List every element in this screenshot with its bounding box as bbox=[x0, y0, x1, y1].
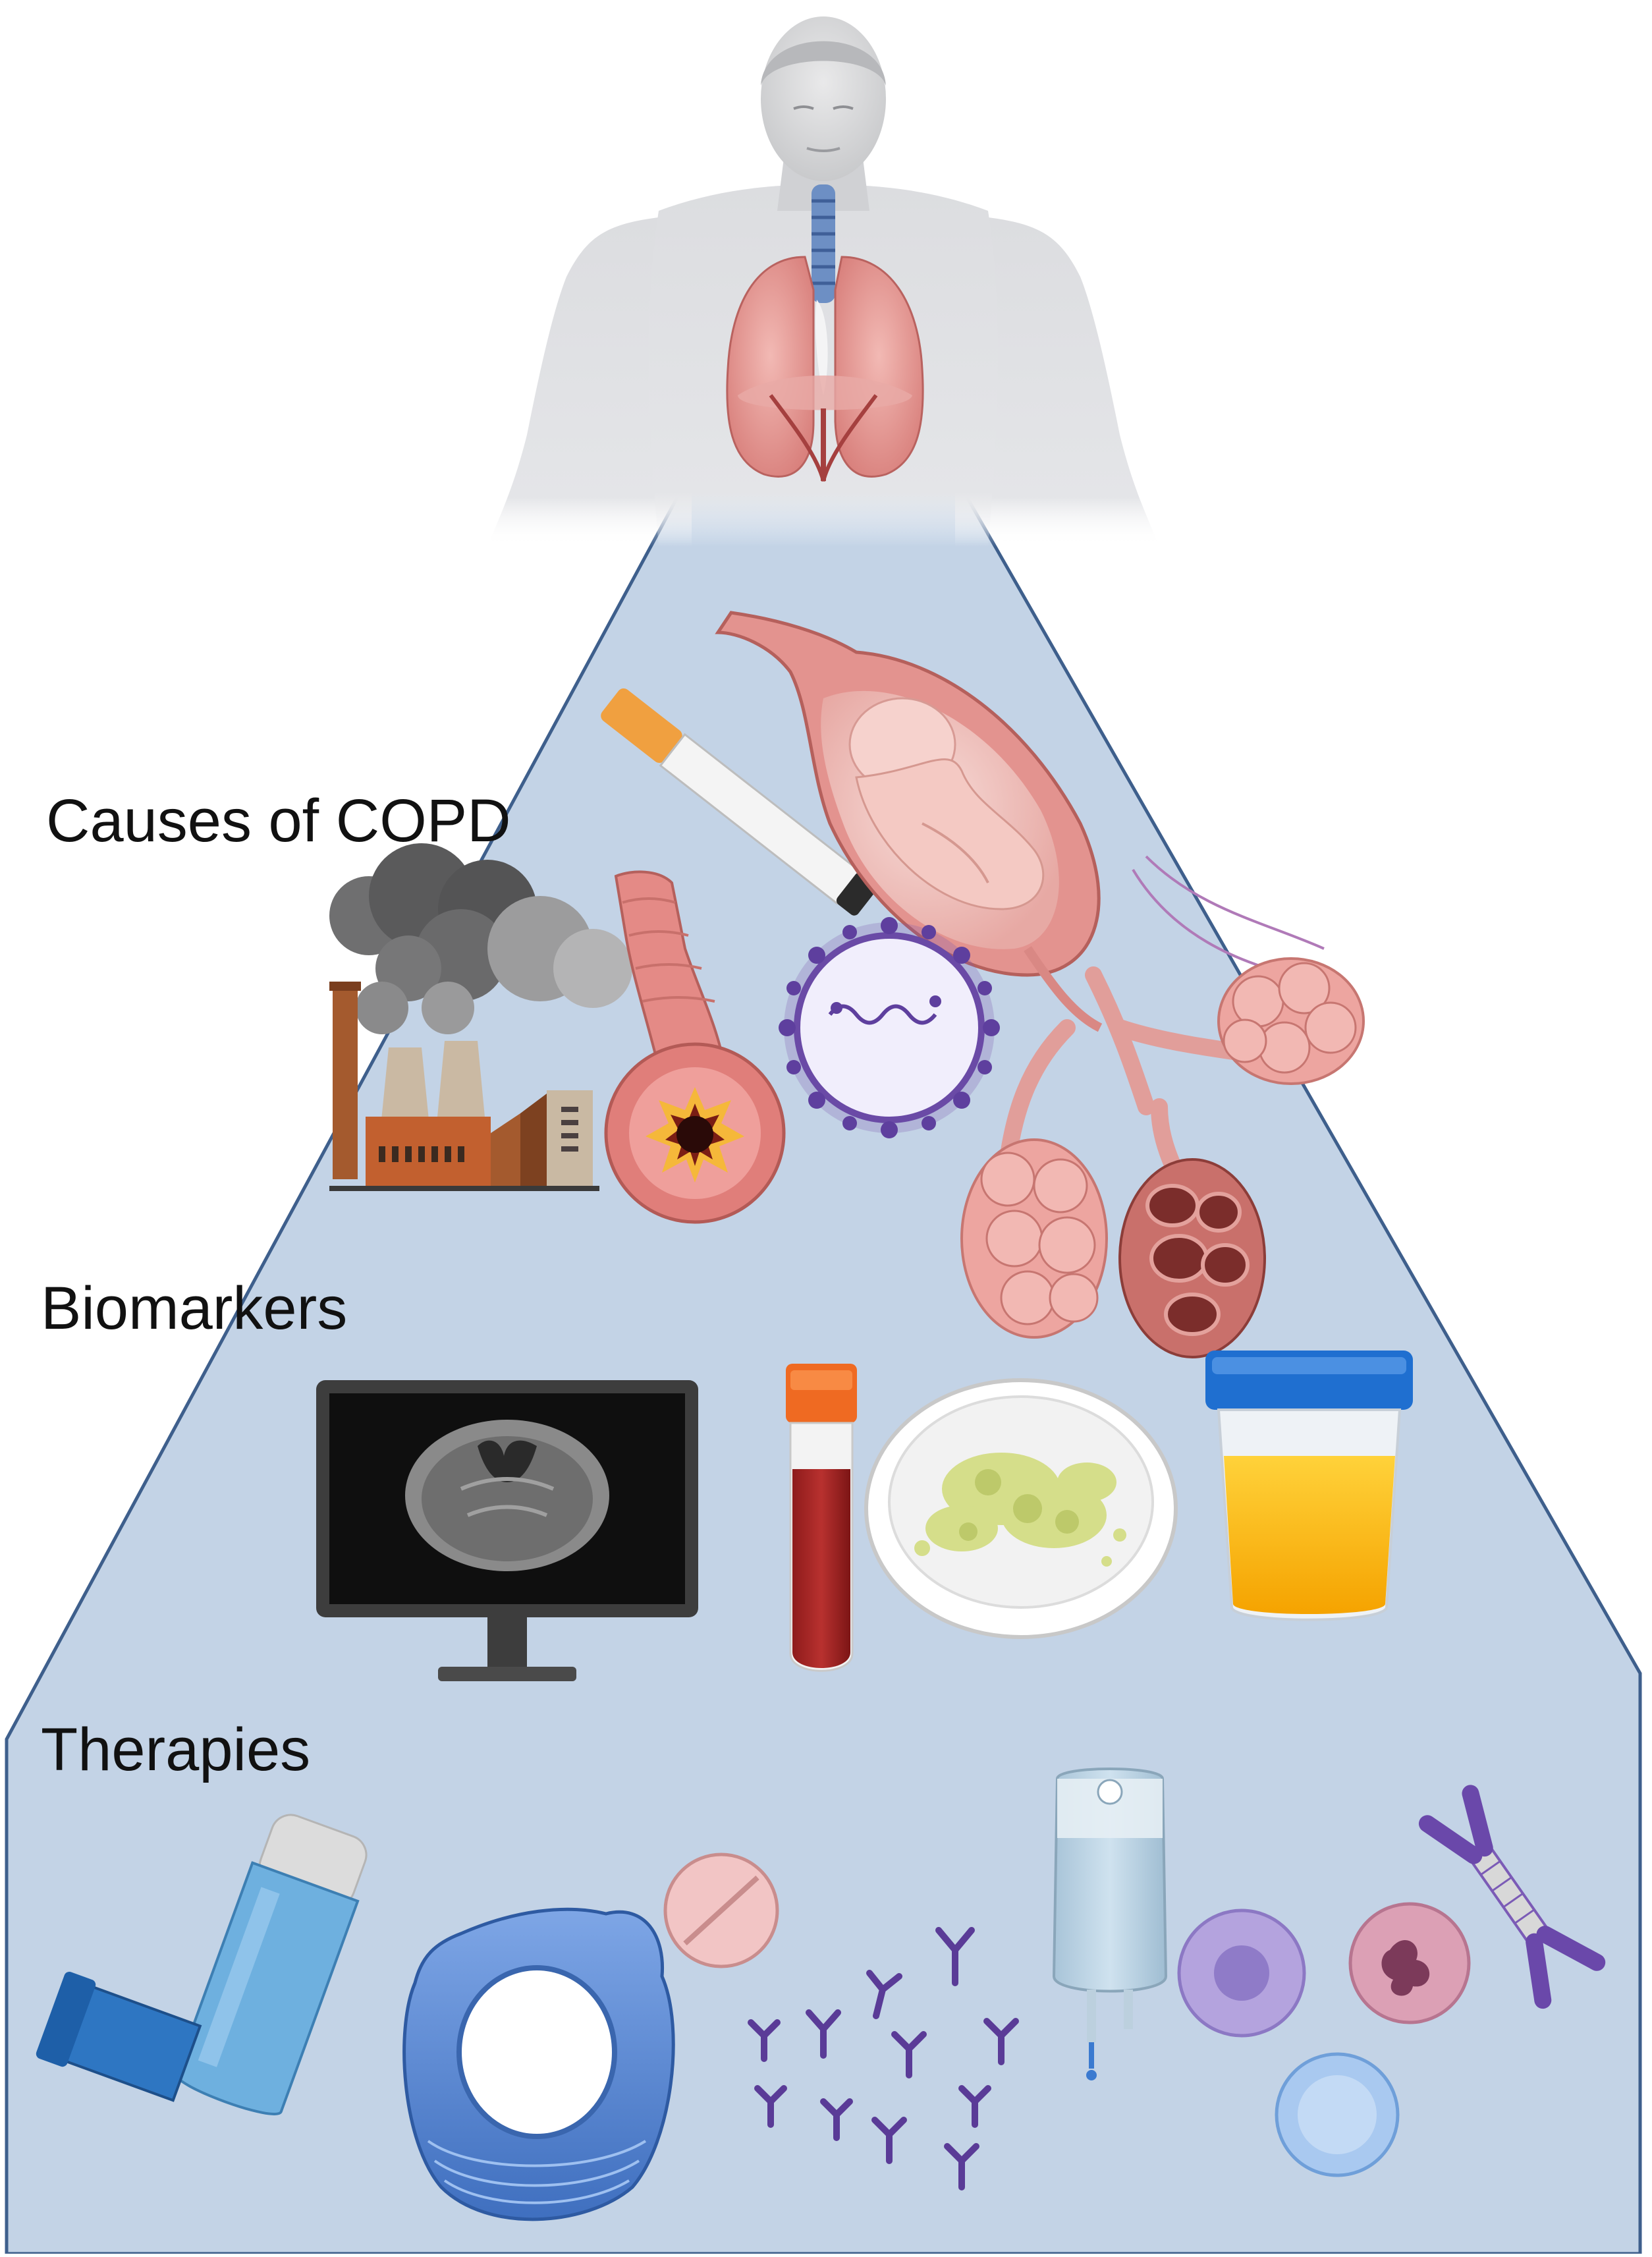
iv-bag-icon bbox=[1052, 1768, 1168, 2080]
immune-cells-icon bbox=[1177, 1902, 1471, 2177]
blood-tube-icon bbox=[786, 1364, 857, 1672]
spacer-device-icon bbox=[402, 1907, 675, 2221]
causes-label: Causes of COPD bbox=[46, 787, 511, 854]
factory-smoke-icon bbox=[329, 843, 632, 1191]
virus-icon bbox=[779, 917, 1000, 1138]
inflamed-airway-icon bbox=[604, 870, 786, 1224]
therapies-label: Therapies bbox=[41, 1716, 311, 1783]
inhaler-icon bbox=[36, 1814, 368, 2115]
cigarette-icon bbox=[601, 688, 877, 916]
antibodies-icon bbox=[748, 1927, 1019, 2190]
human-torso-lungs-icon bbox=[487, 16, 1159, 547]
sputum-petri-dish-icon bbox=[864, 1378, 1178, 1639]
urine-cup-icon bbox=[1205, 1351, 1413, 1621]
ct-scan-monitor-icon bbox=[316, 1380, 698, 1681]
antibody-icon bbox=[1418, 1785, 1606, 2009]
alveoli-icon bbox=[960, 855, 1365, 1358]
biomarkers-label: Biomarkers bbox=[41, 1275, 348, 1342]
fetus-in-womb-icon bbox=[715, 611, 1103, 1032]
pill-icon bbox=[663, 1853, 779, 1968]
